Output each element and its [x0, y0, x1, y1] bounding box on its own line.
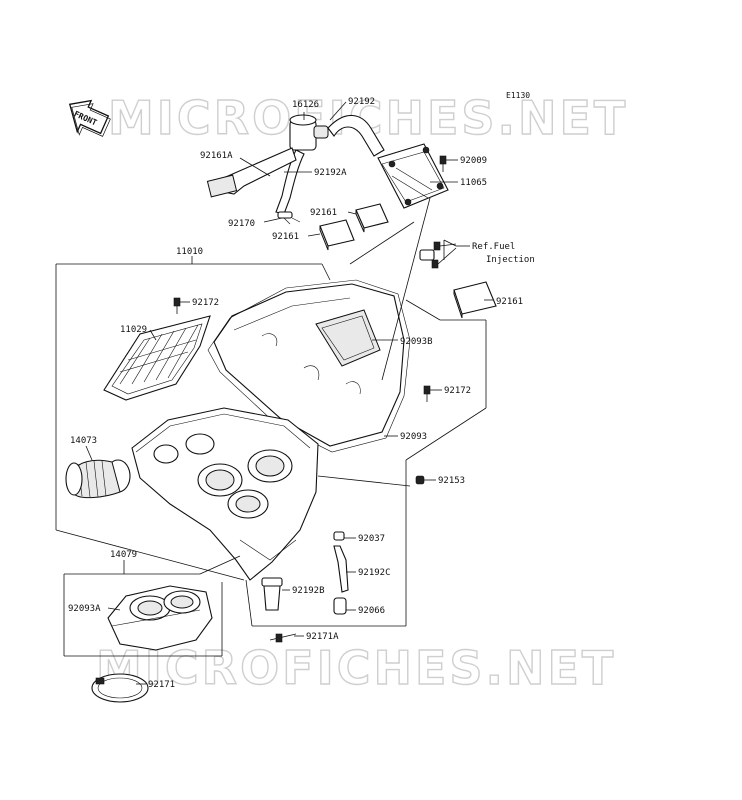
- drain-hose-parts: [333, 531, 349, 615]
- callout-92171: 92171: [148, 680, 175, 690]
- callout-11065: 11065: [460, 178, 487, 188]
- clamp-92171A: [269, 633, 297, 643]
- clamp-92170: [277, 211, 301, 225]
- plug-92192B: [261, 577, 283, 611]
- callout-92009: 92009: [460, 156, 487, 166]
- callout-92153: 92153: [438, 476, 465, 486]
- callout-92037: 92037: [358, 534, 385, 544]
- callout-14073: 14073: [70, 436, 97, 446]
- screw-92009-icon: [439, 155, 447, 172]
- callout-92172-b: 92172: [444, 386, 471, 396]
- screw-92172-a-icon: [173, 297, 181, 314]
- callout-92093B: 92093B: [400, 337, 433, 347]
- callout-14079: 14079: [110, 550, 137, 560]
- pad-92161-c: [453, 281, 497, 319]
- callout-92161A: 92161A: [200, 151, 233, 161]
- cover-11065: [377, 143, 449, 209]
- grommet-92153-icon: [415, 475, 425, 485]
- callout-92093A: 92093A: [68, 604, 101, 614]
- callout-92171A: 92171A: [306, 632, 339, 642]
- callout-92161-c: 92161: [496, 297, 523, 307]
- watermark-bottom: MICROFICHES.NET: [96, 641, 616, 695]
- callout-11010: 11010: [176, 247, 203, 257]
- ref-note-line1: Ref.Fuel: [472, 242, 515, 252]
- callout-16126: 16126: [292, 100, 319, 110]
- air-box-14079: [107, 585, 213, 651]
- callout-92161-a: 92161: [310, 208, 337, 218]
- callout-92192: 92192: [348, 97, 375, 107]
- air-filter-element: [103, 315, 211, 401]
- pad-92161-a: [355, 203, 389, 233]
- callout-92170: 92170: [228, 219, 255, 229]
- intake-duct-14073: [65, 459, 131, 499]
- callout-92172-a: 92172: [192, 298, 219, 308]
- diagram-code: E1130: [506, 91, 530, 100]
- callout-11029: 11029: [120, 325, 147, 335]
- band-clamp-92171: [91, 673, 149, 703]
- ref-note-line2: Injection: [486, 255, 535, 265]
- front-arrow-icon: FRONT: [68, 99, 111, 137]
- screw-92172-b-icon: [423, 385, 431, 402]
- callout-92192B: 92192B: [292, 586, 325, 596]
- callout-92192A: 92192A: [314, 168, 347, 178]
- air-cleaner-lower-housing: [131, 407, 319, 581]
- air-switching-valve: [206, 114, 385, 215]
- callout-92161-b: 92161: [272, 232, 299, 242]
- injection-fitting: [419, 241, 457, 269]
- callout-92066: 92066: [358, 606, 385, 616]
- guide-lines: [55, 101, 494, 685]
- callout-92093: 92093: [400, 432, 427, 442]
- callout-92192C: 92192C: [358, 568, 391, 578]
- pad-92161-b: [319, 219, 355, 251]
